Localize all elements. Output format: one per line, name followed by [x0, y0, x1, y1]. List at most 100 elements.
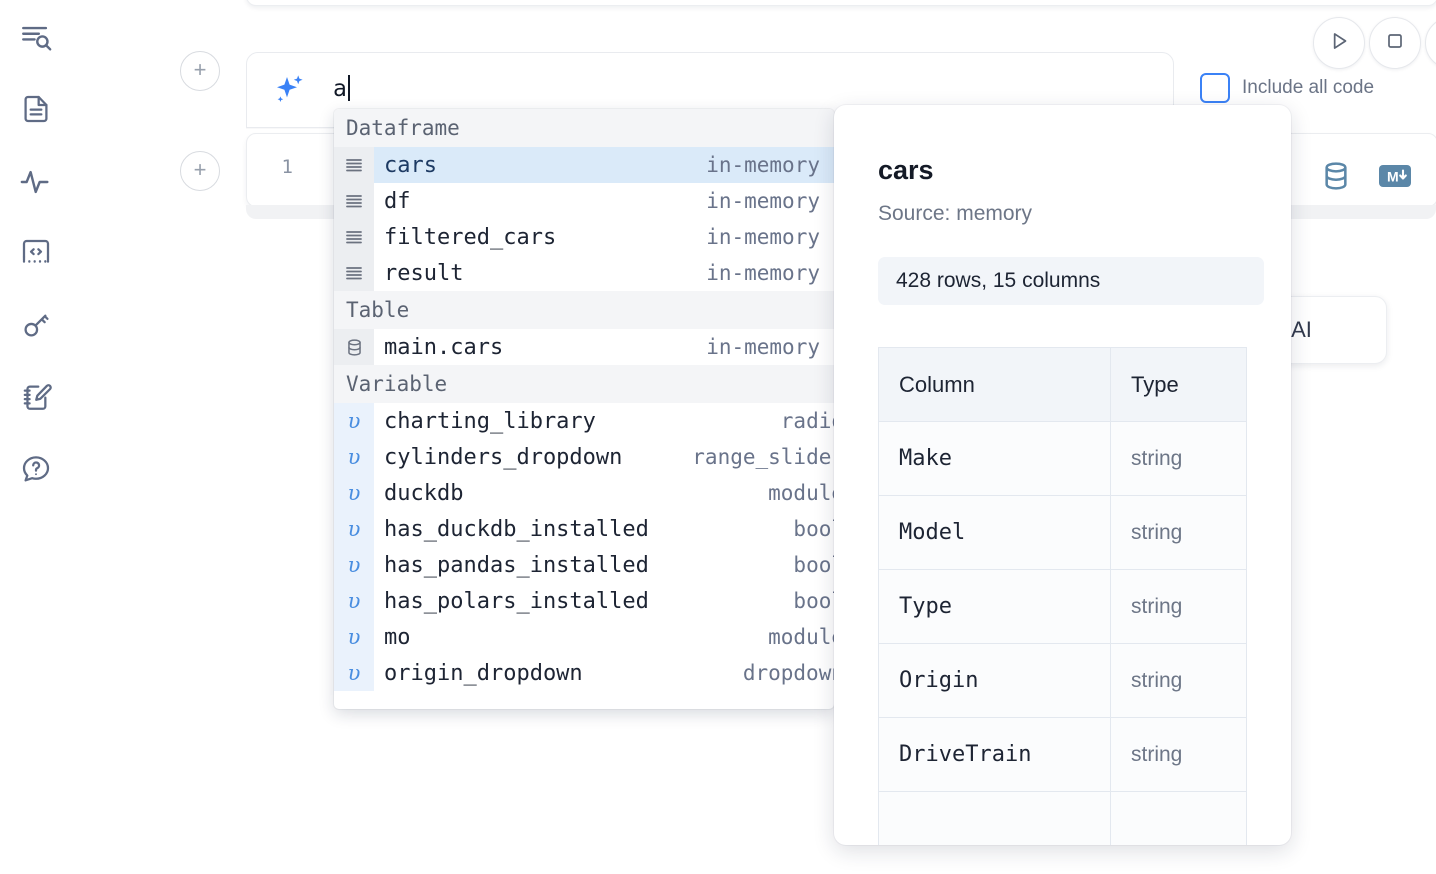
dataframe-rows-icon: [334, 255, 374, 291]
schema-column-name: [878, 791, 1111, 845]
table-header-row: Column Type: [878, 347, 1247, 422]
schema-column-name: Make: [878, 421, 1111, 496]
sidebar-item-notebook[interactable]: [12, 85, 60, 133]
dataframe-rows-icon: [334, 183, 374, 219]
autocomplete-group-header: Dataframe: [334, 109, 834, 147]
schema-column-type: [1110, 791, 1247, 845]
plus-icon: +: [193, 57, 207, 82]
sidebar-item-help[interactable]: [12, 445, 60, 493]
schema-column-type: string: [1110, 569, 1247, 644]
ai-prompt-input[interactable]: a: [333, 75, 350, 102]
autocomplete-item-name: has_polars_installed: [384, 588, 649, 614]
add-cell-below-button[interactable]: +: [180, 151, 220, 191]
include-all-code-row[interactable]: Include all code: [1200, 73, 1374, 103]
autocomplete-item-type: range_slider: [692, 445, 834, 469]
autocomplete-item[interactable]: υmomodule: [334, 619, 834, 655]
variable-icon: υ: [334, 475, 374, 511]
dataframe-detail-panel: cars Source: memory 428 rows, 15 columns…: [834, 105, 1291, 845]
schema-column-name: Origin: [878, 643, 1111, 718]
sidebar-item-secrets[interactable]: [12, 301, 60, 349]
previous-cell-clipped: [246, 0, 1436, 6]
text-caret: [347, 75, 350, 101]
autocomplete-item-type: bool: [793, 517, 834, 541]
autocomplete-item-type: in-memory: [706, 335, 820, 359]
include-all-code-label: Include all code: [1242, 77, 1375, 98]
autocomplete-item-name: cylinders_dropdown: [384, 444, 623, 470]
table-row: [878, 791, 1247, 845]
more-actions-button[interactable]: [1425, 17, 1436, 69]
column-header-column: Column: [878, 347, 1111, 422]
autocomplete-item[interactable]: υduckdbmodule: [334, 475, 834, 511]
variable-icon: υ: [334, 511, 374, 547]
stop-button[interactable]: [1369, 17, 1421, 69]
plus-icon: +: [193, 157, 207, 182]
autocomplete-group-header: Table: [334, 291, 834, 329]
add-cell-above-button[interactable]: +: [180, 51, 220, 91]
left-icon-rail: [0, 0, 72, 874]
code-line-number: 1: [281, 156, 293, 178]
autocomplete-item-name: origin_dropdown: [384, 660, 583, 686]
autocomplete-item-type: in-memory: [706, 225, 820, 249]
autocomplete-item-type: in-memory: [706, 261, 820, 285]
autocomplete-item-name: mo: [384, 624, 411, 650]
autocomplete-item-type: bool: [793, 589, 834, 613]
sidebar-item-explore[interactable]: [12, 14, 60, 62]
autocomplete-item-name: has_duckdb_installed: [384, 516, 649, 542]
autocomplete-item-name: cars: [384, 152, 437, 178]
autocomplete-item[interactable]: result in-memory: [334, 255, 834, 291]
svg-text:M: M: [1387, 169, 1399, 185]
schema-column-type: string: [1110, 643, 1247, 718]
include-all-code-checkbox[interactable]: [1200, 73, 1230, 103]
autocomplete-item-name: result: [384, 260, 464, 286]
variable-icon: υ: [334, 619, 374, 655]
run-button[interactable]: [1313, 17, 1365, 69]
database-icon: [334, 329, 374, 365]
schema-column-name: Model: [878, 495, 1111, 570]
sidebar-item-snippets[interactable]: [12, 229, 60, 277]
dataframe-rows-icon: [334, 219, 374, 255]
autocomplete-item-type: module: [768, 481, 834, 505]
database-icon[interactable]: [1320, 160, 1352, 197]
detail-title: cars: [878, 155, 934, 185]
autocomplete-item[interactable]: υ cylinders_dropdown range_slider: [334, 439, 834, 475]
variable-icon: υ: [334, 655, 374, 691]
column-header-type: Type: [1110, 347, 1247, 422]
autocomplete-item[interactable]: υ has_duckdb_installed bool: [334, 511, 834, 547]
sidebar-item-activity[interactable]: [12, 158, 60, 206]
autocomplete-item-type: in-memory: [706, 153, 820, 177]
ai-prompt-value: a: [333, 76, 347, 102]
detail-shape-badge: 428 rows, 15 columns: [878, 257, 1264, 305]
scratchpad-edit-icon: [20, 381, 52, 413]
markdown-down-icon[interactable]: M: [1378, 163, 1412, 194]
help-question-icon: [20, 453, 52, 485]
activity-icon: [19, 165, 53, 199]
explore-icon: [19, 21, 53, 55]
secrets-key-icon: [20, 309, 52, 341]
variable-icon: υ: [334, 439, 374, 475]
autocomplete-group-header: Variable: [334, 365, 834, 403]
autocomplete-item[interactable]: cars in-memory: [334, 147, 834, 183]
autocomplete-item-name: has_pandas_installed: [384, 552, 649, 578]
play-triangle-icon: [1326, 28, 1352, 59]
detail-source: Source: memory: [878, 202, 1033, 225]
sidebar-item-scratchpad[interactable]: [12, 373, 60, 421]
autocomplete-item[interactable]: υ has_polars_installed bool: [334, 583, 834, 619]
autocomplete-item-type: bool: [793, 553, 834, 577]
variable-icon: υ: [334, 583, 374, 619]
autocomplete-item-type: in-memory: [706, 189, 820, 213]
dataframe-rows-icon: [334, 147, 374, 183]
schema-column-type: string: [1110, 717, 1247, 792]
notebook-file-icon: [20, 93, 52, 125]
